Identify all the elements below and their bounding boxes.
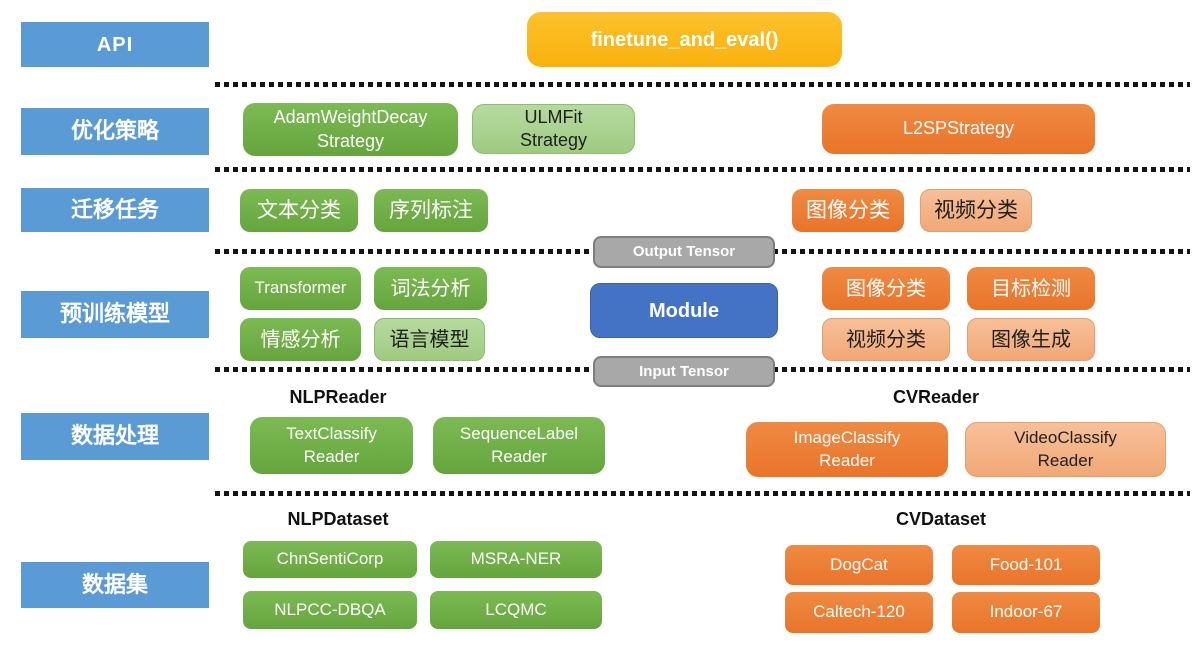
indoor-67-box: Indoor-67: [952, 592, 1100, 633]
nlpcc-dbqa-box: NLPCC-DBQA: [243, 591, 417, 629]
nlpreader-header: NLPReader: [289, 387, 387, 407]
finetune-and-eval-box: finetune_and_eval(): [527, 12, 842, 67]
image-classification-task-box: 图像分类: [792, 189, 904, 232]
dotted-separator-1: [215, 82, 1190, 87]
video-classification-model-box: 视频分类: [822, 318, 950, 361]
category-optimization-strategy: 优化策略: [21, 108, 209, 155]
l2sp-strategy-box: L2SPStrategy: [822, 104, 1095, 154]
image-classification-model-box: 图像分类: [822, 267, 950, 310]
cvdataset-header: CVDataset: [895, 509, 987, 529]
ulmfit-strategy-box: ULMFit Strategy: [472, 104, 635, 154]
transformer-box: Transformer: [240, 267, 361, 310]
sentiment-analysis-box: 情感分析: [240, 318, 361, 361]
image-generation-model-box: 图像生成: [967, 318, 1095, 361]
food-101-box: Food-101: [952, 545, 1100, 585]
category-api: API: [21, 22, 209, 67]
category-data-processing: 数据处理: [21, 413, 209, 460]
videoclassify-reader-box: VideoClassify Reader: [965, 422, 1166, 477]
dotted-separator-5: [215, 491, 1190, 496]
text-classification-task-box: 文本分类: [240, 189, 358, 232]
imageclassify-reader-box: ImageClassify Reader: [746, 422, 948, 477]
sequence-labeling-task-box: 序列标注: [374, 189, 488, 232]
lcqmc-box: LCQMC: [430, 591, 602, 629]
category-pretrained-model: 预训练模型: [21, 291, 209, 338]
adamweightdecay-strategy-box: AdamWeightDecay Strategy: [243, 103, 458, 156]
output-tensor-box: Output Tensor: [593, 236, 775, 268]
dotted-separator-2: [215, 167, 1190, 172]
input-tensor-box: Input Tensor: [593, 356, 775, 387]
caltech-120-box: Caltech-120: [785, 592, 933, 633]
msra-ner-box: MSRA-NER: [430, 541, 602, 578]
category-dataset: 数据集: [21, 562, 209, 608]
dogcat-box: DogCat: [785, 545, 933, 585]
object-detection-model-box: 目标检测: [967, 267, 1095, 310]
module-box: Module: [590, 283, 778, 338]
chnsenticorp-box: ChnSentiCorp: [243, 541, 417, 578]
cvreader-header: CVReader: [892, 387, 980, 407]
textclassify-reader-box: TextClassify Reader: [250, 417, 413, 474]
lexical-analysis-box: 词法分析: [374, 267, 487, 310]
nlpdataset-header: NLPDataset: [287, 509, 389, 529]
video-classification-task-box: 视频分类: [920, 189, 1032, 232]
language-model-box: 语言模型: [374, 318, 485, 361]
category-transfer-task: 迁移任务: [21, 188, 209, 232]
sequencelabel-reader-box: SequenceLabel Reader: [433, 417, 605, 474]
